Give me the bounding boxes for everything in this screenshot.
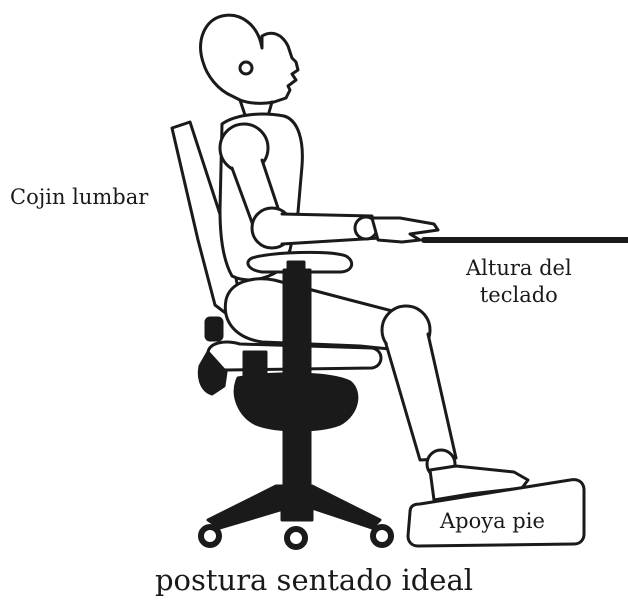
chair-column <box>284 270 310 494</box>
base-center <box>282 488 312 520</box>
keyboard-height-label-line2: teclado <box>466 282 572 309</box>
figure-caption: postura sentado ideal <box>0 563 628 597</box>
armrest-post <box>288 262 304 276</box>
footrest-label: Apoya pie <box>440 509 545 533</box>
caster-center <box>287 529 305 547</box>
keyboard-height-label-line1: Altura del <box>466 255 572 282</box>
lumbar-cushion-label: Cojin lumbar <box>10 185 148 209</box>
head <box>201 15 298 103</box>
lever <box>244 352 266 376</box>
lower-leg <box>386 334 456 460</box>
caster-right <box>373 527 391 545</box>
lumbar-knob <box>206 318 222 340</box>
caster-left <box>201 527 219 545</box>
keyboard-height-label: Altura del teclado <box>466 255 572 309</box>
